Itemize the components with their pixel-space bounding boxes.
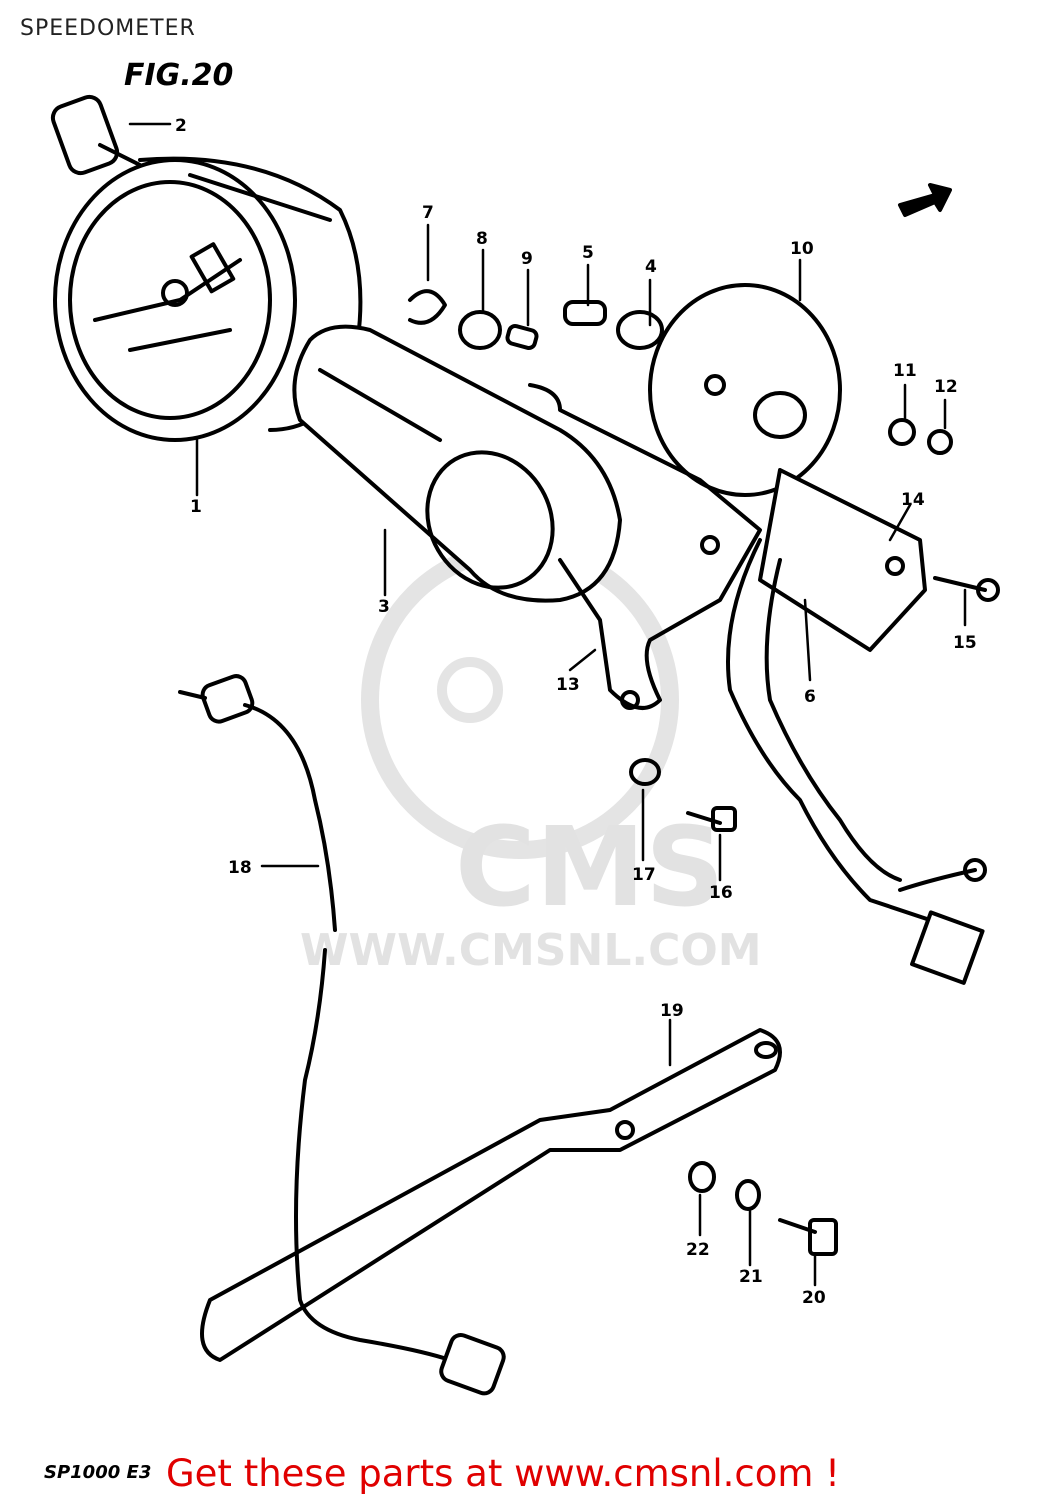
grommet (458, 310, 502, 350)
watermark: CMS WWW.CMSNL.COM (300, 541, 762, 976)
clip (408, 289, 447, 325)
part-label-6: 6 (804, 687, 816, 707)
bulb-socket (616, 310, 664, 350)
bulb (563, 300, 607, 326)
figure-label: FIG.20 (124, 58, 234, 93)
part-label-21: 21 (739, 1267, 763, 1287)
part-label-3: 3 (378, 597, 390, 617)
part-label-7: 7 (422, 203, 434, 223)
part-label-9: 9 (521, 249, 533, 269)
washer-17 (629, 758, 661, 786)
tachometer-unit (648, 283, 842, 497)
meter-bracket (528, 383, 762, 710)
part-label-12: 12 (934, 377, 958, 397)
part-label-13: 13 (556, 675, 580, 695)
part-label-22: 22 (686, 1240, 710, 1260)
model-code: SP1000 E3 (44, 1462, 152, 1483)
part-label-10: 10 (790, 239, 814, 259)
front-arrow-icon (898, 183, 952, 217)
page-title: SPEEDOMETER (20, 16, 196, 41)
indicator-housing (292, 324, 622, 603)
part-label-5: 5 (582, 243, 594, 263)
part-label-17: 17 (632, 865, 656, 885)
part-label-2: 2 (175, 116, 187, 136)
speedometer-cable (178, 674, 506, 1396)
part-label-20: 20 (802, 1288, 826, 1308)
watermark-url: WWW.CMSNL.COM (300, 925, 762, 976)
part-label-11: 11 (893, 361, 917, 381)
cable-guide-stay (200, 1028, 782, 1362)
part-label-18: 18 (228, 858, 252, 878)
part-label-1: 1 (190, 497, 202, 517)
wiring-harness (726, 538, 987, 985)
washer (888, 418, 916, 446)
part-label-8: 8 (476, 229, 488, 249)
part-number-labels: 2 1 3 4 5 6 7 8 9 10 11 12 13 14 15 16 1… (175, 116, 977, 1308)
watermark-brand: CMS (455, 803, 724, 931)
part-label-14: 14 (901, 490, 925, 510)
washer-22 (688, 1161, 716, 1193)
part-label-15: 15 (953, 633, 977, 653)
part-label-16: 16 (709, 883, 733, 903)
lock-washer (735, 1179, 761, 1211)
part-label-19: 19 (660, 1001, 684, 1021)
nut (927, 429, 953, 455)
spacer (505, 324, 539, 350)
trip-reset-knob (50, 94, 142, 176)
speedometer-unit (53, 156, 363, 442)
buy-parts-link[interactable]: Get these parts at www.cmsnl.com ! (166, 1452, 841, 1495)
part-label-4: 4 (645, 257, 657, 277)
